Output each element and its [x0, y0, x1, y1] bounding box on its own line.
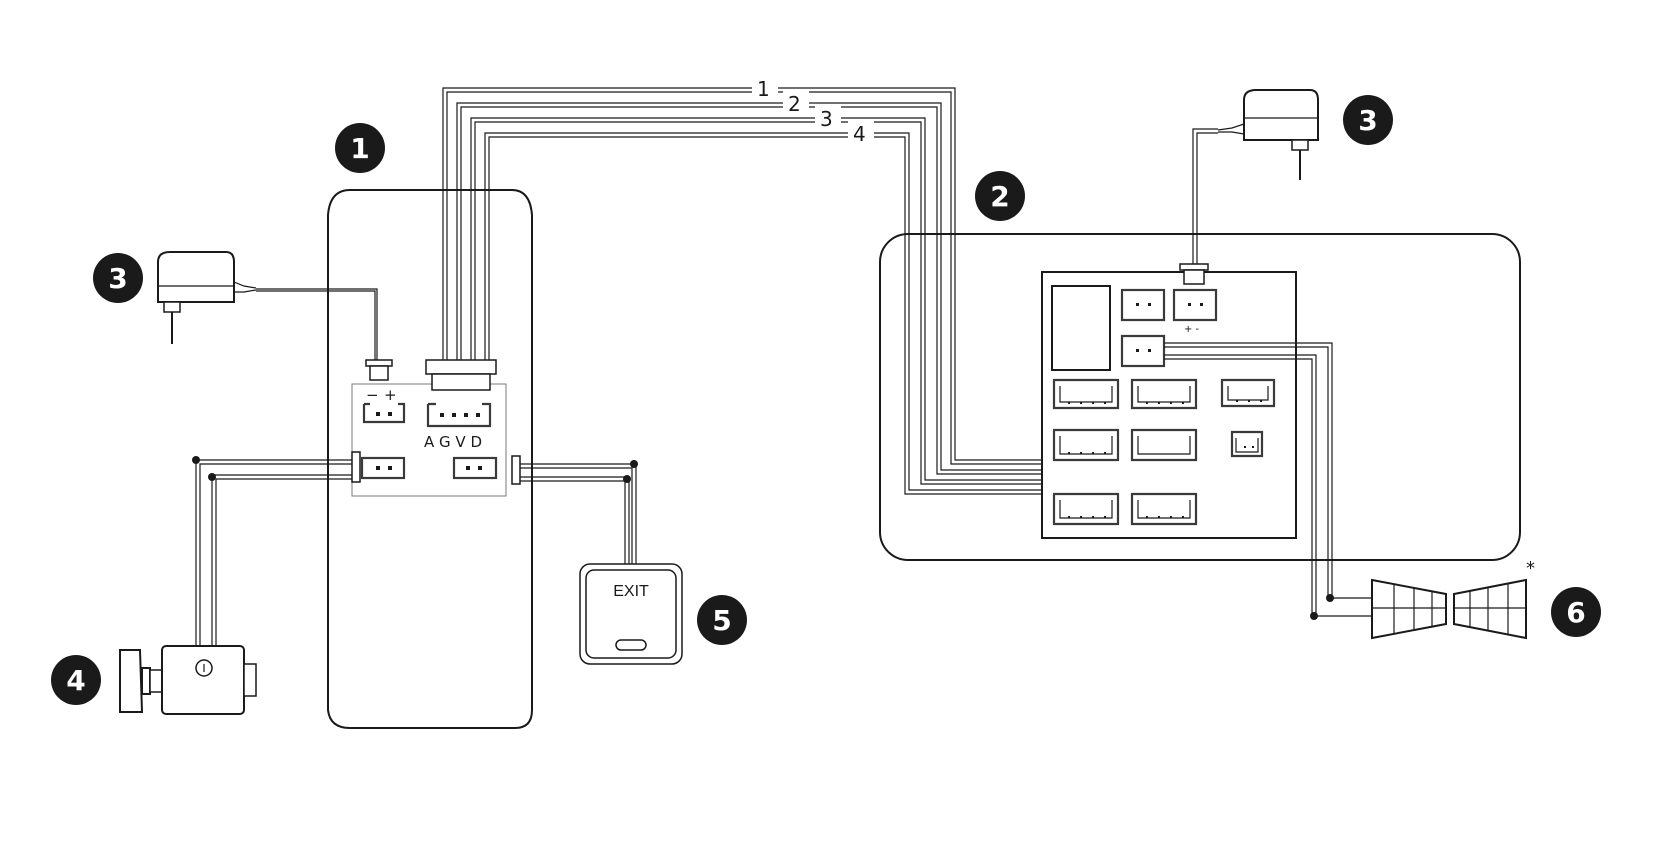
power-adapter-right [1192, 89, 1319, 264]
reader-minus-label: − [366, 386, 379, 404]
badge-reader: 1 [335, 123, 385, 173]
siren-note-mark: * [1526, 558, 1535, 579]
controller-power-polarity: + - [1184, 324, 1200, 335]
siren-device: * [1164, 342, 1535, 640]
badge-reader-number: 1 [350, 132, 369, 165]
exit-button-device: EXIT [520, 460, 683, 665]
exit-button-label: EXIT [613, 583, 649, 600]
power-adapter-left [157, 251, 378, 360]
badge-siren-number: 6 [1566, 596, 1585, 629]
badge-power-left-number: 3 [108, 262, 127, 295]
electric-lock [119, 456, 352, 715]
badge-power-right: 3 [1343, 95, 1393, 145]
badge-siren: 6 [1551, 587, 1601, 637]
reader-bus-label: A G V D [424, 433, 482, 451]
controller-unit: + - [879, 233, 1521, 561]
badge-exit-number: 5 [712, 604, 731, 637]
badge-lock: 4 [51, 655, 101, 705]
badge-lock-number: 4 [66, 664, 85, 697]
wire-3-label: 3 [820, 107, 833, 131]
wire-1-label: 1 [757, 77, 770, 101]
reader-plus-label: + [384, 386, 397, 404]
reader-unit: − + A G V D [327, 189, 533, 729]
badge-power-right-number: 3 [1358, 104, 1377, 137]
badge-exit: 5 [697, 595, 747, 645]
badge-controller-number: 2 [990, 180, 1009, 213]
bus-wire-bundle: 1 2 3 4 [442, 76, 1186, 495]
wire-4-label: 4 [853, 122, 866, 146]
wire-2-label: 2 [788, 92, 801, 116]
badge-power-left: 3 [93, 253, 143, 303]
badge-controller: 2 [975, 171, 1025, 221]
